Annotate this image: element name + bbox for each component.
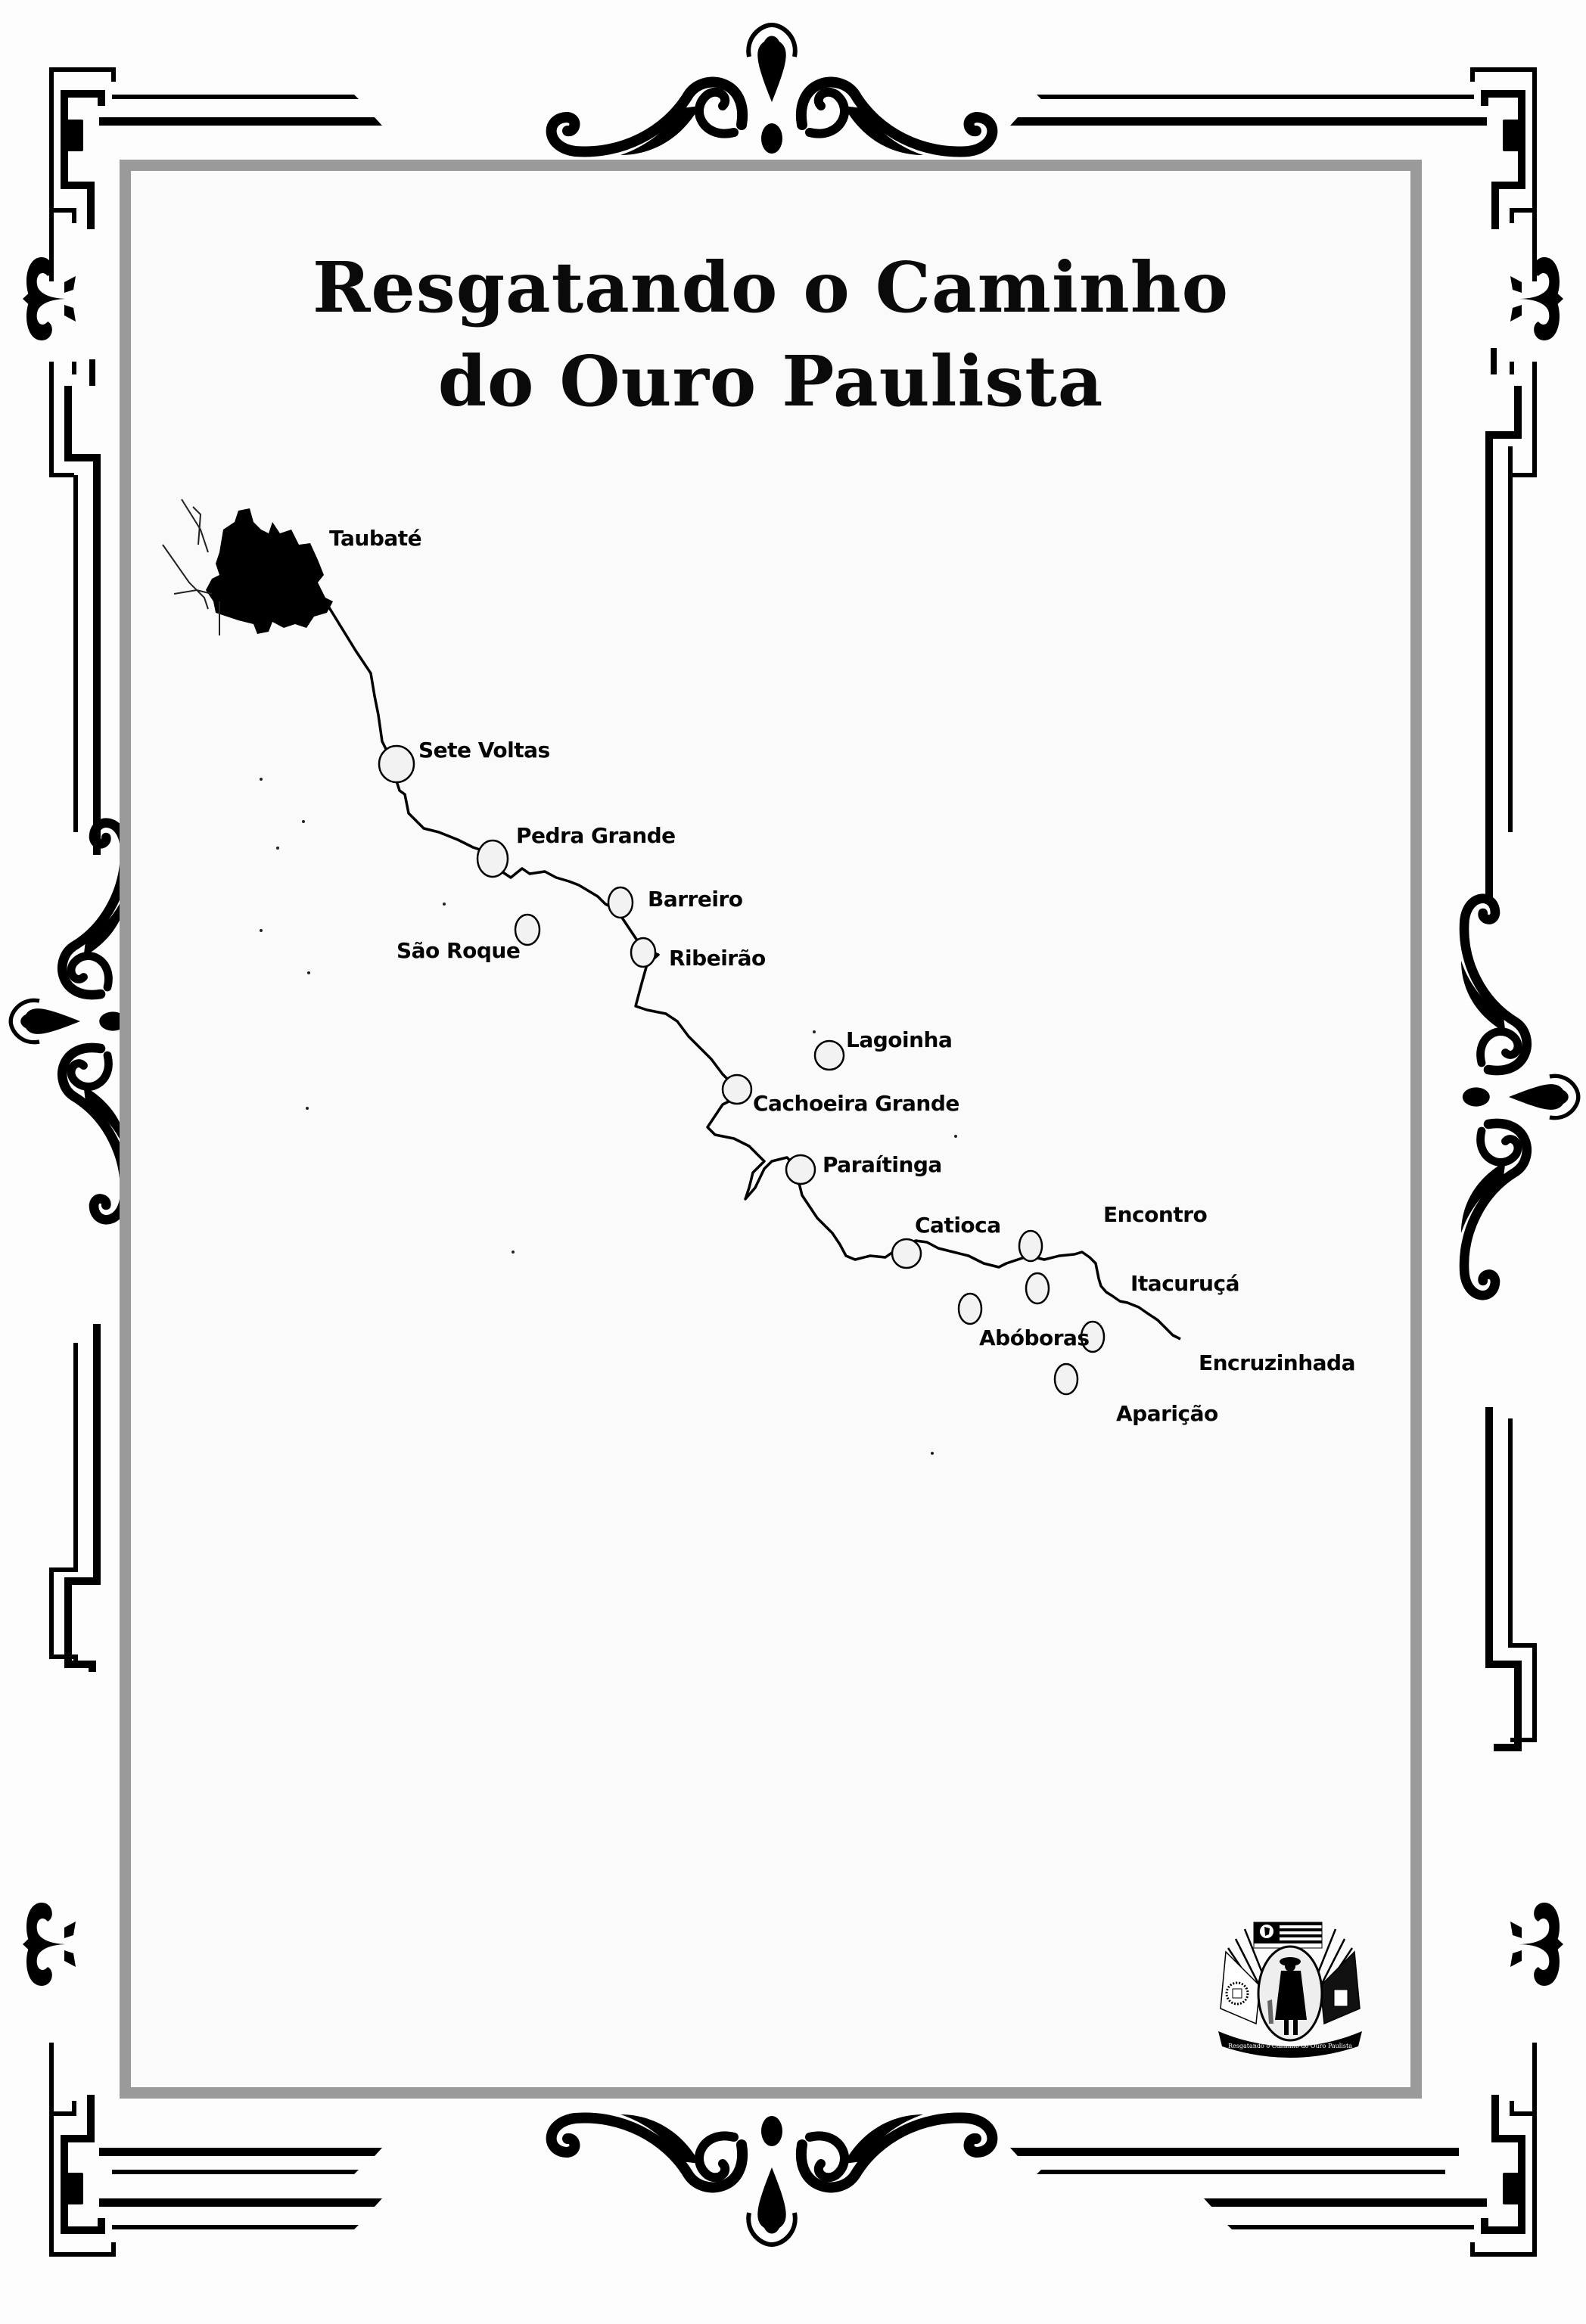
title-line-1: Resgatando o Caminho — [312, 247, 1230, 328]
label-cachoeira-grande: Cachoeira Grande — [753, 1091, 959, 1116]
stop-marker-barreiro — [607, 886, 634, 919]
map-panel — [120, 160, 1422, 2099]
stop-marker-pedra-grande — [476, 839, 509, 878]
stop-marker-catioca — [891, 1238, 922, 1269]
stop-marker-encontro — [1018, 1229, 1043, 1263]
taubate-city-shape — [162, 499, 333, 635]
stop-marker-encruzinhada — [1080, 1320, 1106, 1353]
label-pedra-grande: Pedra Grande — [516, 823, 676, 848]
stop-marker-aparicao — [1053, 1362, 1079, 1396]
page-title: Resgatando o Caminho do Ouro Paulista — [120, 241, 1422, 428]
label-paraitinga: Paraítinga — [823, 1152, 942, 1177]
stop-marker-cachoeira-grande — [721, 1073, 753, 1105]
label-encontro: Encontro — [1103, 1202, 1208, 1227]
bandeirante-figure-icon — [1267, 1957, 1307, 2035]
label-taubate: Taubaté — [329, 526, 422, 551]
stop-marker-paraitinga — [785, 1154, 816, 1185]
stop-marker-sete-voltas — [378, 744, 415, 784]
label-catioca: Catioca — [915, 1213, 1001, 1238]
sao-paulo-flag-icon — [1253, 1922, 1323, 1949]
label-sete-voltas: Sete Voltas — [418, 738, 550, 763]
stop-marker-ribeirao — [630, 937, 657, 968]
label-lagoinha: Lagoinha — [846, 1027, 953, 1052]
label-itacuruca: Itacuruçá — [1130, 1271, 1239, 1296]
coat-of-arms-emblem: Resgatando o Caminho do Ouro Paulista — [1218, 1922, 1362, 2058]
label-sao-roque: São Roque — [396, 938, 521, 963]
stop-marker-lagoinha — [813, 1039, 845, 1071]
label-aparicao: Aparição — [1116, 1401, 1218, 1426]
label-ribeirao: Ribeirão — [669, 946, 766, 971]
emblem-ribbon-text: Resgatando o Caminho do Ouro Paulista — [1228, 2043, 1352, 2049]
stop-marker-sao-roque — [514, 913, 541, 946]
title-line-2: do Ouro Paulista — [437, 340, 1104, 422]
label-encruzinhada: Encruzinhada — [1199, 1350, 1356, 1375]
stop-marker-aboboras — [957, 1292, 983, 1325]
stop-marker-itacuruca — [1025, 1272, 1050, 1305]
label-aboboras: Abóboras — [979, 1325, 1090, 1350]
label-barreiro: Barreiro — [648, 887, 743, 912]
